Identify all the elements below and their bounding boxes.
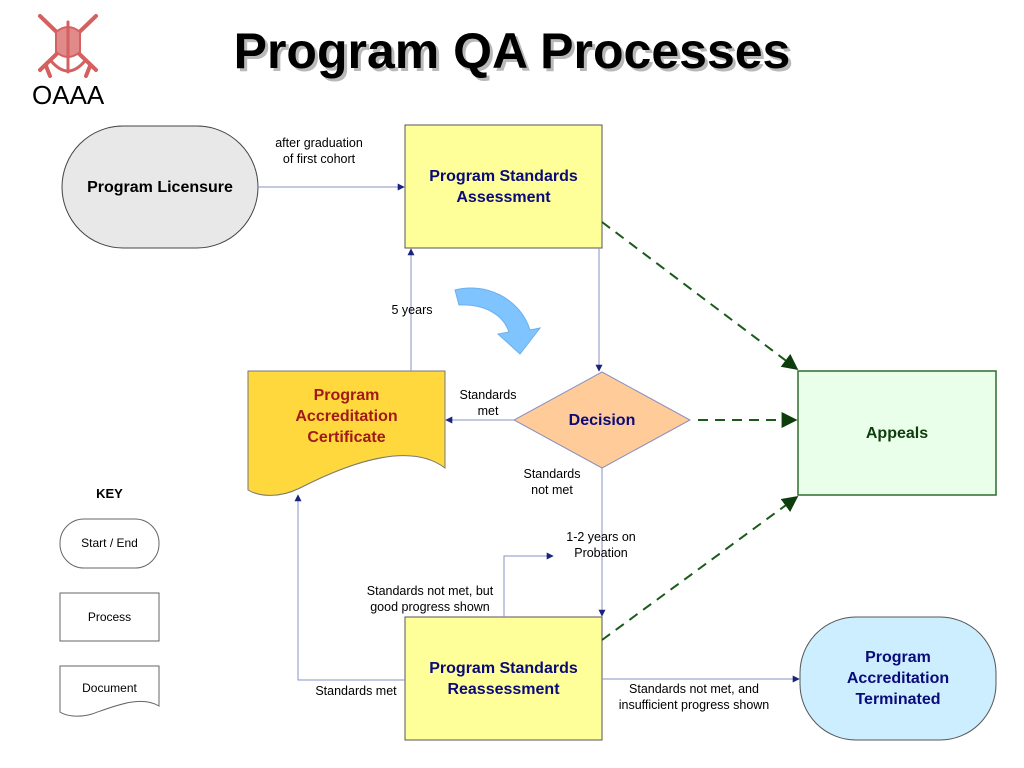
org-name: OAAA [32, 80, 105, 110]
appeals-shape [797, 370, 997, 496]
decision-label: Decision [568, 411, 636, 429]
oaaa-logo-icon [38, 14, 98, 78]
page-title: Program QA Processes [233, 23, 791, 79]
good-progress-label: Standards not met, but good progress sho… [366, 584, 494, 614]
standards-not-met-label: Standards not met [523, 467, 581, 497]
program-licensure-label: Program Licensure [87, 178, 233, 196]
probation-label: 1-2 years on Probation [566, 530, 636, 560]
insufficient-progress-label: Standards not met, and insufficient prog… [618, 682, 770, 712]
five-years-label: 5 years [391, 303, 433, 317]
appeals-label: Appeals [865, 424, 929, 442]
certificate-document-shape [247, 370, 446, 496]
certificate-label: Program Accreditation Certificate [295, 386, 398, 446]
cycle-arrow-icon [454, 287, 542, 355]
key-process-label: Process [87, 609, 132, 624]
key-document-shape [59, 665, 160, 717]
key-title: KEY [96, 486, 123, 501]
program-accreditation-terminated-label: Program Accreditation Terminated [846, 649, 950, 708]
appeal-connectors [601, 221, 799, 641]
connectors [258, 183, 800, 683]
key-document-label: Document [82, 680, 137, 695]
key-start-end-shape [59, 518, 160, 569]
program-standards-assessment-shape [404, 124, 603, 249]
program-standards-assessment-label: Program Standards Assessment [429, 167, 578, 206]
key-start-end-label: Start / End [81, 536, 138, 550]
program-accreditation-terminated-shape [799, 616, 997, 741]
standards-met-decision-label: Standards met [459, 388, 517, 418]
key-process-shape [59, 592, 160, 642]
standards-met-reassess-label: Standards met [315, 684, 397, 698]
after-graduation-label: after graduation of first cohort [275, 136, 363, 166]
program-standards-reassessment-label: Program Standards Reassessment [429, 659, 578, 698]
